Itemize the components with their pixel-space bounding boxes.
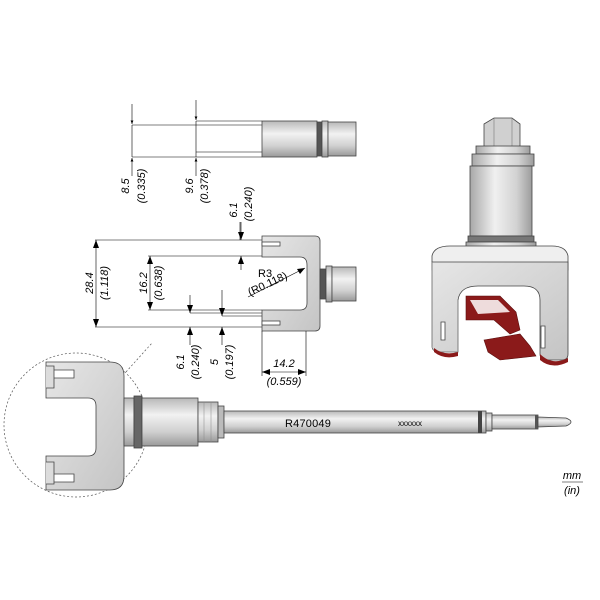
dim-5-mm: 5 (209, 358, 221, 365)
units-in: (in) (564, 485, 580, 497)
dim-6-1-bottom-mm: 6.1 (175, 354, 187, 369)
dim-28-4-mm: 28.4 (84, 272, 96, 294)
long-tip-view (123, 395, 572, 449)
detail-view (3, 342, 153, 498)
dim-16-2-mm: 16.2 (138, 272, 150, 293)
front-view (93, 222, 357, 376)
isometric-view (431, 117, 569, 366)
dim-8-5-in: (0.335) (136, 168, 148, 203)
dim-14-2-mm: 14.2 (273, 358, 294, 370)
dim-6-1-top-in: (0.240) (243, 186, 255, 221)
dim-14-2-in: (0.559) (267, 376, 302, 388)
radius-mm: R3 (258, 268, 272, 280)
dim-5-in: (0.197) (224, 344, 236, 379)
dim-8-5-mm: 8.5 (120, 177, 132, 193)
units-mm: mm (563, 470, 581, 482)
dim-9-6-mm: 9.6 (184, 177, 196, 193)
part-number: R470049 (285, 418, 331, 430)
top-side-view (130, 100, 357, 176)
dim-16-2-in: (0.638) (153, 265, 165, 300)
dim-6-1-bottom-in: (0.240) (190, 344, 202, 379)
dim-6-1-top-mm: 6.1 (228, 202, 240, 217)
dim-9-6-in: (0.378) (199, 168, 211, 203)
tip-marking: xxxxxx (398, 419, 422, 428)
dim-28-4-in: (1.118) (99, 266, 111, 300)
